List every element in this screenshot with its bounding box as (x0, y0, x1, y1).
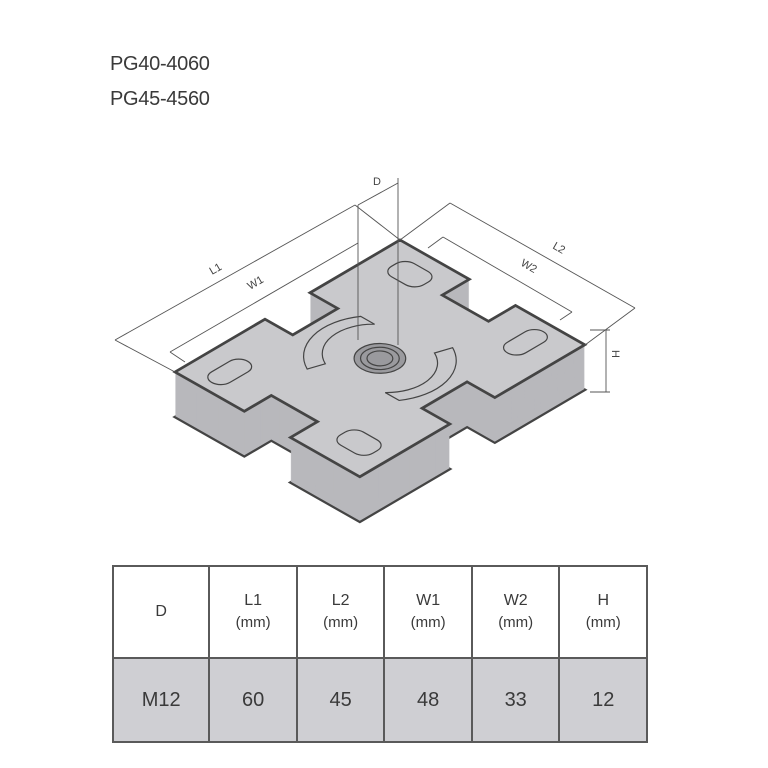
header-w2: W2(mm) (470, 565, 561, 659)
table-row: M12 60 45 48 33 12 (111, 657, 648, 743)
header-w1: W1(mm) (383, 565, 473, 659)
model-number-1: PG40-4060 (110, 53, 210, 75)
slot-right (498, 327, 552, 359)
cell-h: 12 (558, 657, 648, 743)
dimension-lines (114, 178, 636, 393)
label-w1: W1 (246, 274, 266, 293)
cell-d: M12 (111, 657, 211, 743)
cell-l1: 60 (208, 657, 298, 743)
table-header-row: D L1(mm) L2(mm) W1(mm) W2(mm) H(mm) (111, 565, 648, 659)
arc-slot-1 (280, 311, 384, 371)
label-w2: W2 (519, 257, 539, 276)
label-l1: L1 (208, 261, 225, 278)
model-number-2: PG45-4560 (110, 88, 210, 110)
plate-top-face (173, 238, 587, 479)
arc-slot-2 (376, 345, 480, 405)
threaded-hole (343, 337, 416, 379)
header-l1: L1(mm) (208, 565, 298, 659)
slot-left (202, 356, 256, 388)
cell-w1: 48 (383, 657, 473, 743)
header-d: D (111, 565, 211, 659)
dimensions-table: D L1(mm) L2(mm) W1(mm) W2(mm) H(mm) M12 … (111, 565, 648, 743)
cell-w2: 33 (470, 657, 561, 743)
header-l2: L2(mm) (295, 565, 386, 659)
label-h: H (609, 350, 621, 358)
header-h: H(mm) (558, 565, 648, 659)
slot-top (382, 258, 437, 290)
cell-l2: 45 (295, 657, 386, 743)
isometric-plate-drawing: D L1 W1 L2 W2 H (114, 176, 636, 524)
label-d: D (373, 176, 381, 188)
slot-bottom (332, 427, 387, 459)
label-l2: L2 (551, 240, 568, 257)
